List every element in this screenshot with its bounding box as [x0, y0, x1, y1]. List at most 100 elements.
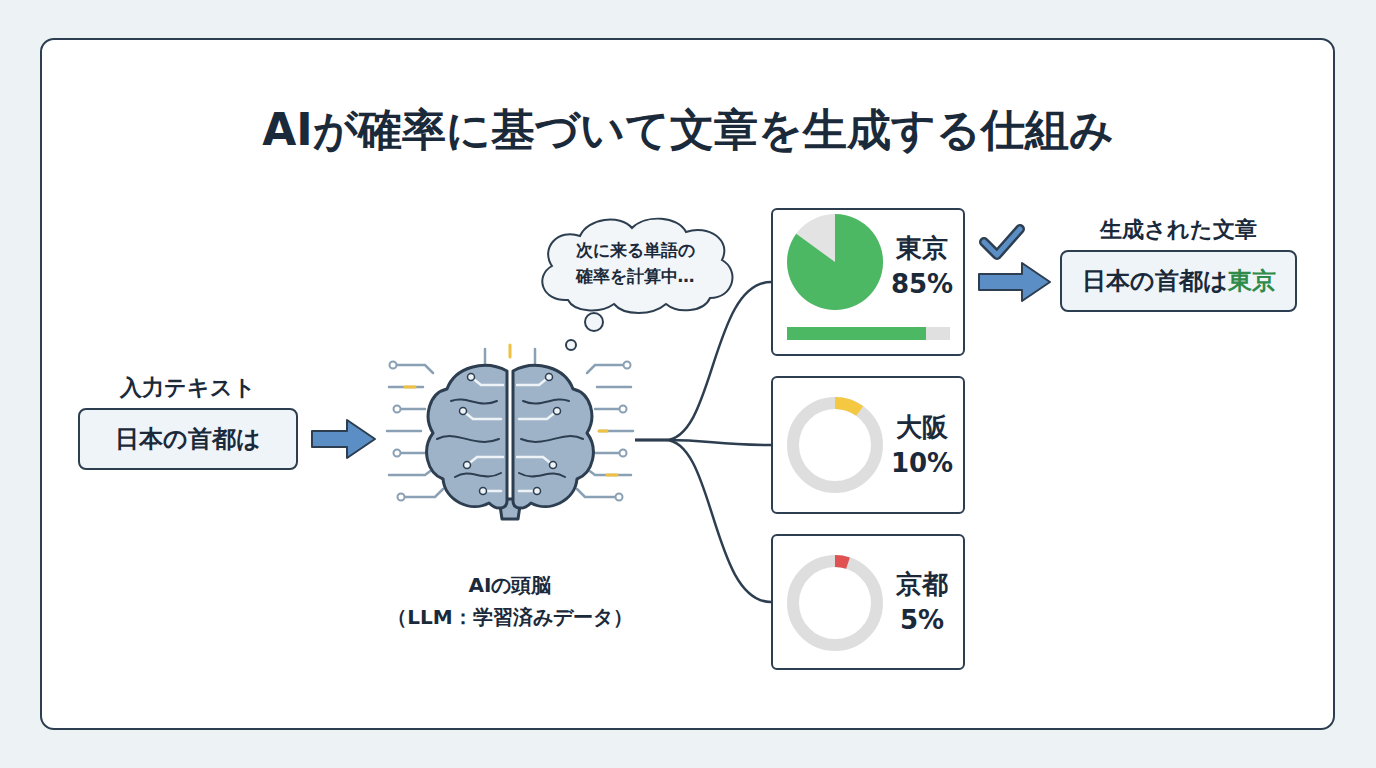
brain-circuit — [517, 457, 553, 465]
brain-circuits — [463, 377, 557, 491]
thought-text: 次に来る単語の 確率を計算中… — [560, 237, 710, 289]
brain-fold — [521, 436, 583, 442]
box-text: 日本の首都は — [115, 425, 261, 453]
branch-connector — [635, 440, 771, 602]
candidate-word: 大阪 — [877, 409, 967, 445]
circuit-dot — [464, 462, 471, 469]
box-body: 日本の首都は東京 — [1082, 265, 1276, 297]
card-text-group: 東京85% — [877, 230, 967, 302]
block-arrow — [979, 263, 1050, 301]
accent-dash — [509, 345, 512, 357]
pie-background — [787, 214, 883, 310]
brain-right-hemisphere — [513, 365, 593, 508]
circuit-ray — [399, 408, 425, 411]
candidate-word: 東京 — [877, 230, 967, 266]
circuit-ray — [395, 365, 433, 373]
donut-arc — [835, 403, 860, 411]
probability-value: 10% — [877, 445, 967, 481]
probability-value: 85% — [877, 266, 967, 302]
brain-circuit — [519, 411, 557, 419]
brain-fold — [437, 436, 499, 442]
circuit-ray — [587, 469, 631, 475]
brain-circuit — [517, 377, 549, 385]
accent-dash — [599, 430, 607, 433]
circuit-ray — [389, 386, 423, 389]
brain-circuit — [463, 411, 501, 419]
circuit-dot — [468, 374, 475, 381]
circuit-dot — [394, 450, 401, 457]
circuit-dot — [550, 462, 557, 469]
input-box: 入力テキスト日本の首都は — [78, 408, 298, 470]
brain-circuit — [519, 490, 537, 493]
progress-fill — [787, 327, 926, 340]
circuit-dot — [546, 374, 553, 381]
brain-illustration — [387, 345, 633, 519]
brain-circuit — [467, 457, 503, 465]
thought-bubble — [585, 313, 603, 331]
box-body: 日本の首都は — [115, 423, 261, 455]
brain-node: AIの頭脳（LLM：学習済みデータ） — [385, 335, 635, 545]
candidate-card: 大阪10% — [771, 376, 965, 514]
check-mark — [984, 229, 1020, 255]
accent-dash — [607, 474, 617, 477]
box-heading: 入力テキスト — [20, 374, 356, 402]
accent-dash — [405, 386, 415, 389]
circuit-ray — [484, 349, 487, 363]
brain-fold — [519, 473, 565, 477]
brain-fold — [455, 473, 501, 477]
circuit-ray — [403, 489, 443, 497]
brain-label-group: AIの頭脳（LLM：学習済みデータ） — [335, 569, 685, 633]
brain-label: （LLM：学習済みデータ） — [335, 601, 685, 633]
pie-slice — [787, 214, 883, 310]
brain-circuit — [483, 490, 501, 493]
circuit-dot — [398, 494, 405, 501]
box-heading: 生成された文章 — [1002, 216, 1355, 244]
cloud-path — [542, 219, 732, 313]
diagram-title: AIが確率に基づいて文章を生成する仕組み — [40, 100, 1336, 160]
candidate-card: 東京85% — [771, 208, 965, 356]
cloud-text-group: 次に来る単語の 確率を計算中… — [528, 212, 742, 314]
brain-fold — [523, 399, 569, 403]
box-text: 日本の首都は — [1082, 267, 1228, 295]
progress-track — [787, 327, 950, 340]
card-text-group: 京都5% — [877, 536, 967, 668]
donut-arc — [835, 561, 848, 563]
circuit-ray — [599, 430, 633, 433]
circuit-dot — [620, 406, 627, 413]
circuit-dot — [394, 406, 401, 413]
circuit-dot — [460, 408, 467, 415]
brain-left-hemisphere — [427, 365, 507, 508]
circuit-dots — [390, 362, 631, 501]
circuit-ray — [399, 452, 425, 455]
circuit-dot — [554, 408, 561, 415]
circuit-rays — [387, 349, 633, 497]
circuit-ray — [389, 469, 433, 475]
brain-circuit-dots — [460, 374, 561, 495]
circuit-ray — [595, 408, 621, 411]
circuit-ray — [597, 386, 631, 389]
accent-dashes — [405, 345, 617, 475]
output-box: 生成された文章日本の首都は東京 — [1060, 250, 1297, 312]
brain-circuit — [471, 377, 503, 385]
circuit-ray — [587, 365, 625, 373]
circuit-ray — [534, 349, 537, 363]
brain-folds — [437, 399, 583, 477]
donut-track — [793, 403, 877, 487]
thought-bubble — [566, 340, 576, 350]
brain-stem — [499, 499, 521, 519]
block-arrow — [312, 420, 375, 458]
circuit-ray — [595, 452, 621, 455]
circuit-dot — [534, 488, 541, 495]
box-text: 東京 — [1228, 267, 1276, 295]
circuit-ray — [577, 489, 617, 497]
circuit-ray — [387, 430, 421, 433]
brain-fold — [451, 399, 497, 403]
circuit-dot — [624, 362, 631, 369]
thought-cloud: 次に来る単語の 確率を計算中… — [528, 212, 742, 314]
circuit-dot — [390, 362, 397, 369]
donut-track — [793, 561, 877, 645]
circuit-dot — [616, 494, 623, 501]
circuit-dot — [480, 488, 487, 495]
check-mark-outline — [984, 229, 1020, 255]
